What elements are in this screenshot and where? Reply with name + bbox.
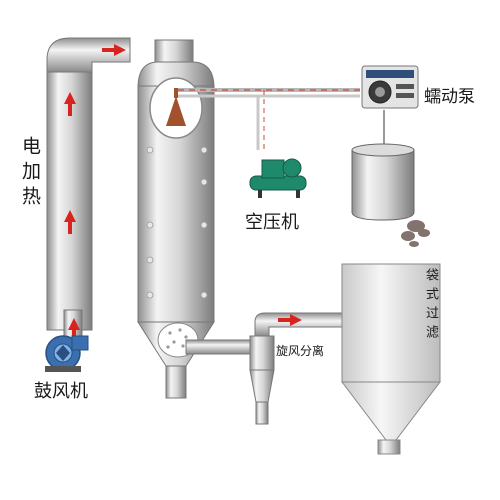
flow-arrow [68, 318, 80, 340]
heater-flow-arrows [64, 92, 80, 340]
cyclone-separator [185, 312, 346, 425]
drying-chamber [137, 39, 215, 399]
flow-arrow [64, 92, 76, 116]
compressor-label: 空压机 [245, 212, 299, 233]
exhaust-smoke [401, 220, 430, 247]
pump-label: 蠕动泵 [424, 87, 475, 107]
heater-label: 电加热 [19, 136, 41, 211]
blower-label: 鼓风机 [34, 381, 88, 402]
peristaltic-pump [361, 65, 419, 109]
feed-line [178, 88, 385, 150]
bag-filter [340, 263, 442, 455]
electric-heater [46, 37, 131, 339]
flow-arrow [64, 210, 76, 234]
cyclone-label: 旋风分离 [276, 344, 325, 358]
air-compressor [249, 158, 307, 198]
flow-arrow [278, 314, 302, 326]
flow-arrow [102, 44, 126, 56]
blower [45, 335, 89, 372]
bag-filter-label: 袋式过滤 [423, 268, 438, 344]
feed-container [351, 143, 415, 221]
